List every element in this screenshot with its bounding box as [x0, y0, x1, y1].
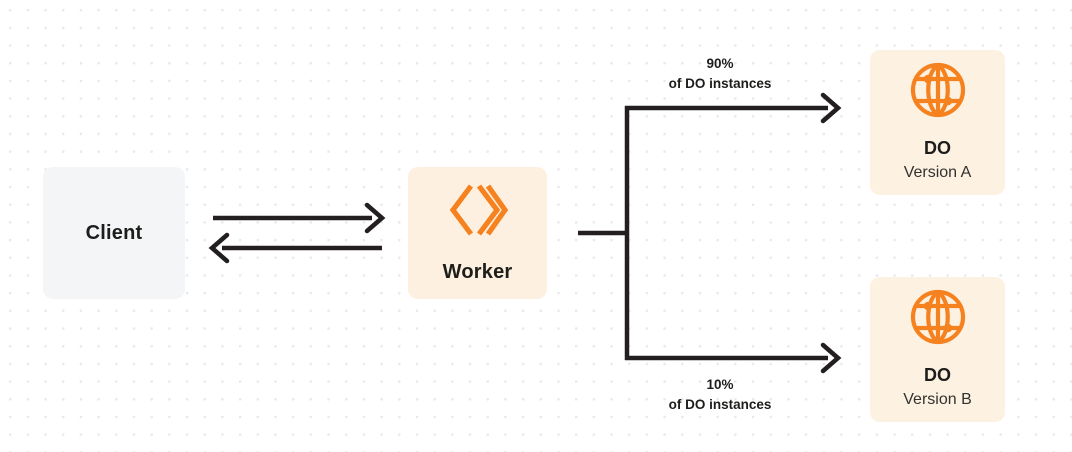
- node-worker: Worker: [408, 167, 547, 299]
- branch-connector: [578, 106, 630, 360]
- node-client-label: Client: [85, 221, 143, 244]
- arrow-branch-to-do-a: [625, 92, 842, 124]
- edge-label-top: 90% of DO instances: [631, 54, 809, 93]
- node-do-a-sublabel: Version A: [903, 164, 972, 181]
- edge-label-top-text: of DO instances: [668, 75, 772, 91]
- arrow-branch-to-do-b: [625, 342, 842, 374]
- node-do-version-b: DO Version B: [870, 277, 1005, 422]
- node-client: Client: [43, 167, 185, 299]
- node-worker-label: Worker: [442, 261, 513, 283]
- node-do-b-sublabel: Version B: [903, 391, 972, 408]
- node-do-b-label: DO: [924, 365, 951, 386]
- globe-icon: [909, 288, 967, 351]
- node-do-a-label: DO: [924, 138, 951, 159]
- edge-label-bottom: 10% of DO instances: [631, 375, 809, 414]
- globe-icon: [909, 61, 967, 124]
- node-do-version-a: DO Version A: [870, 50, 1005, 195]
- edge-label-bottom-percent: 10%: [706, 377, 734, 392]
- cloudflare-workers-icon: [447, 182, 509, 243]
- edge-label-bottom-text: of DO instances: [668, 396, 772, 412]
- edge-label-top-percent: 90%: [706, 56, 734, 71]
- arrow-worker-to-client: [208, 232, 382, 264]
- arrow-client-to-worker: [213, 202, 386, 234]
